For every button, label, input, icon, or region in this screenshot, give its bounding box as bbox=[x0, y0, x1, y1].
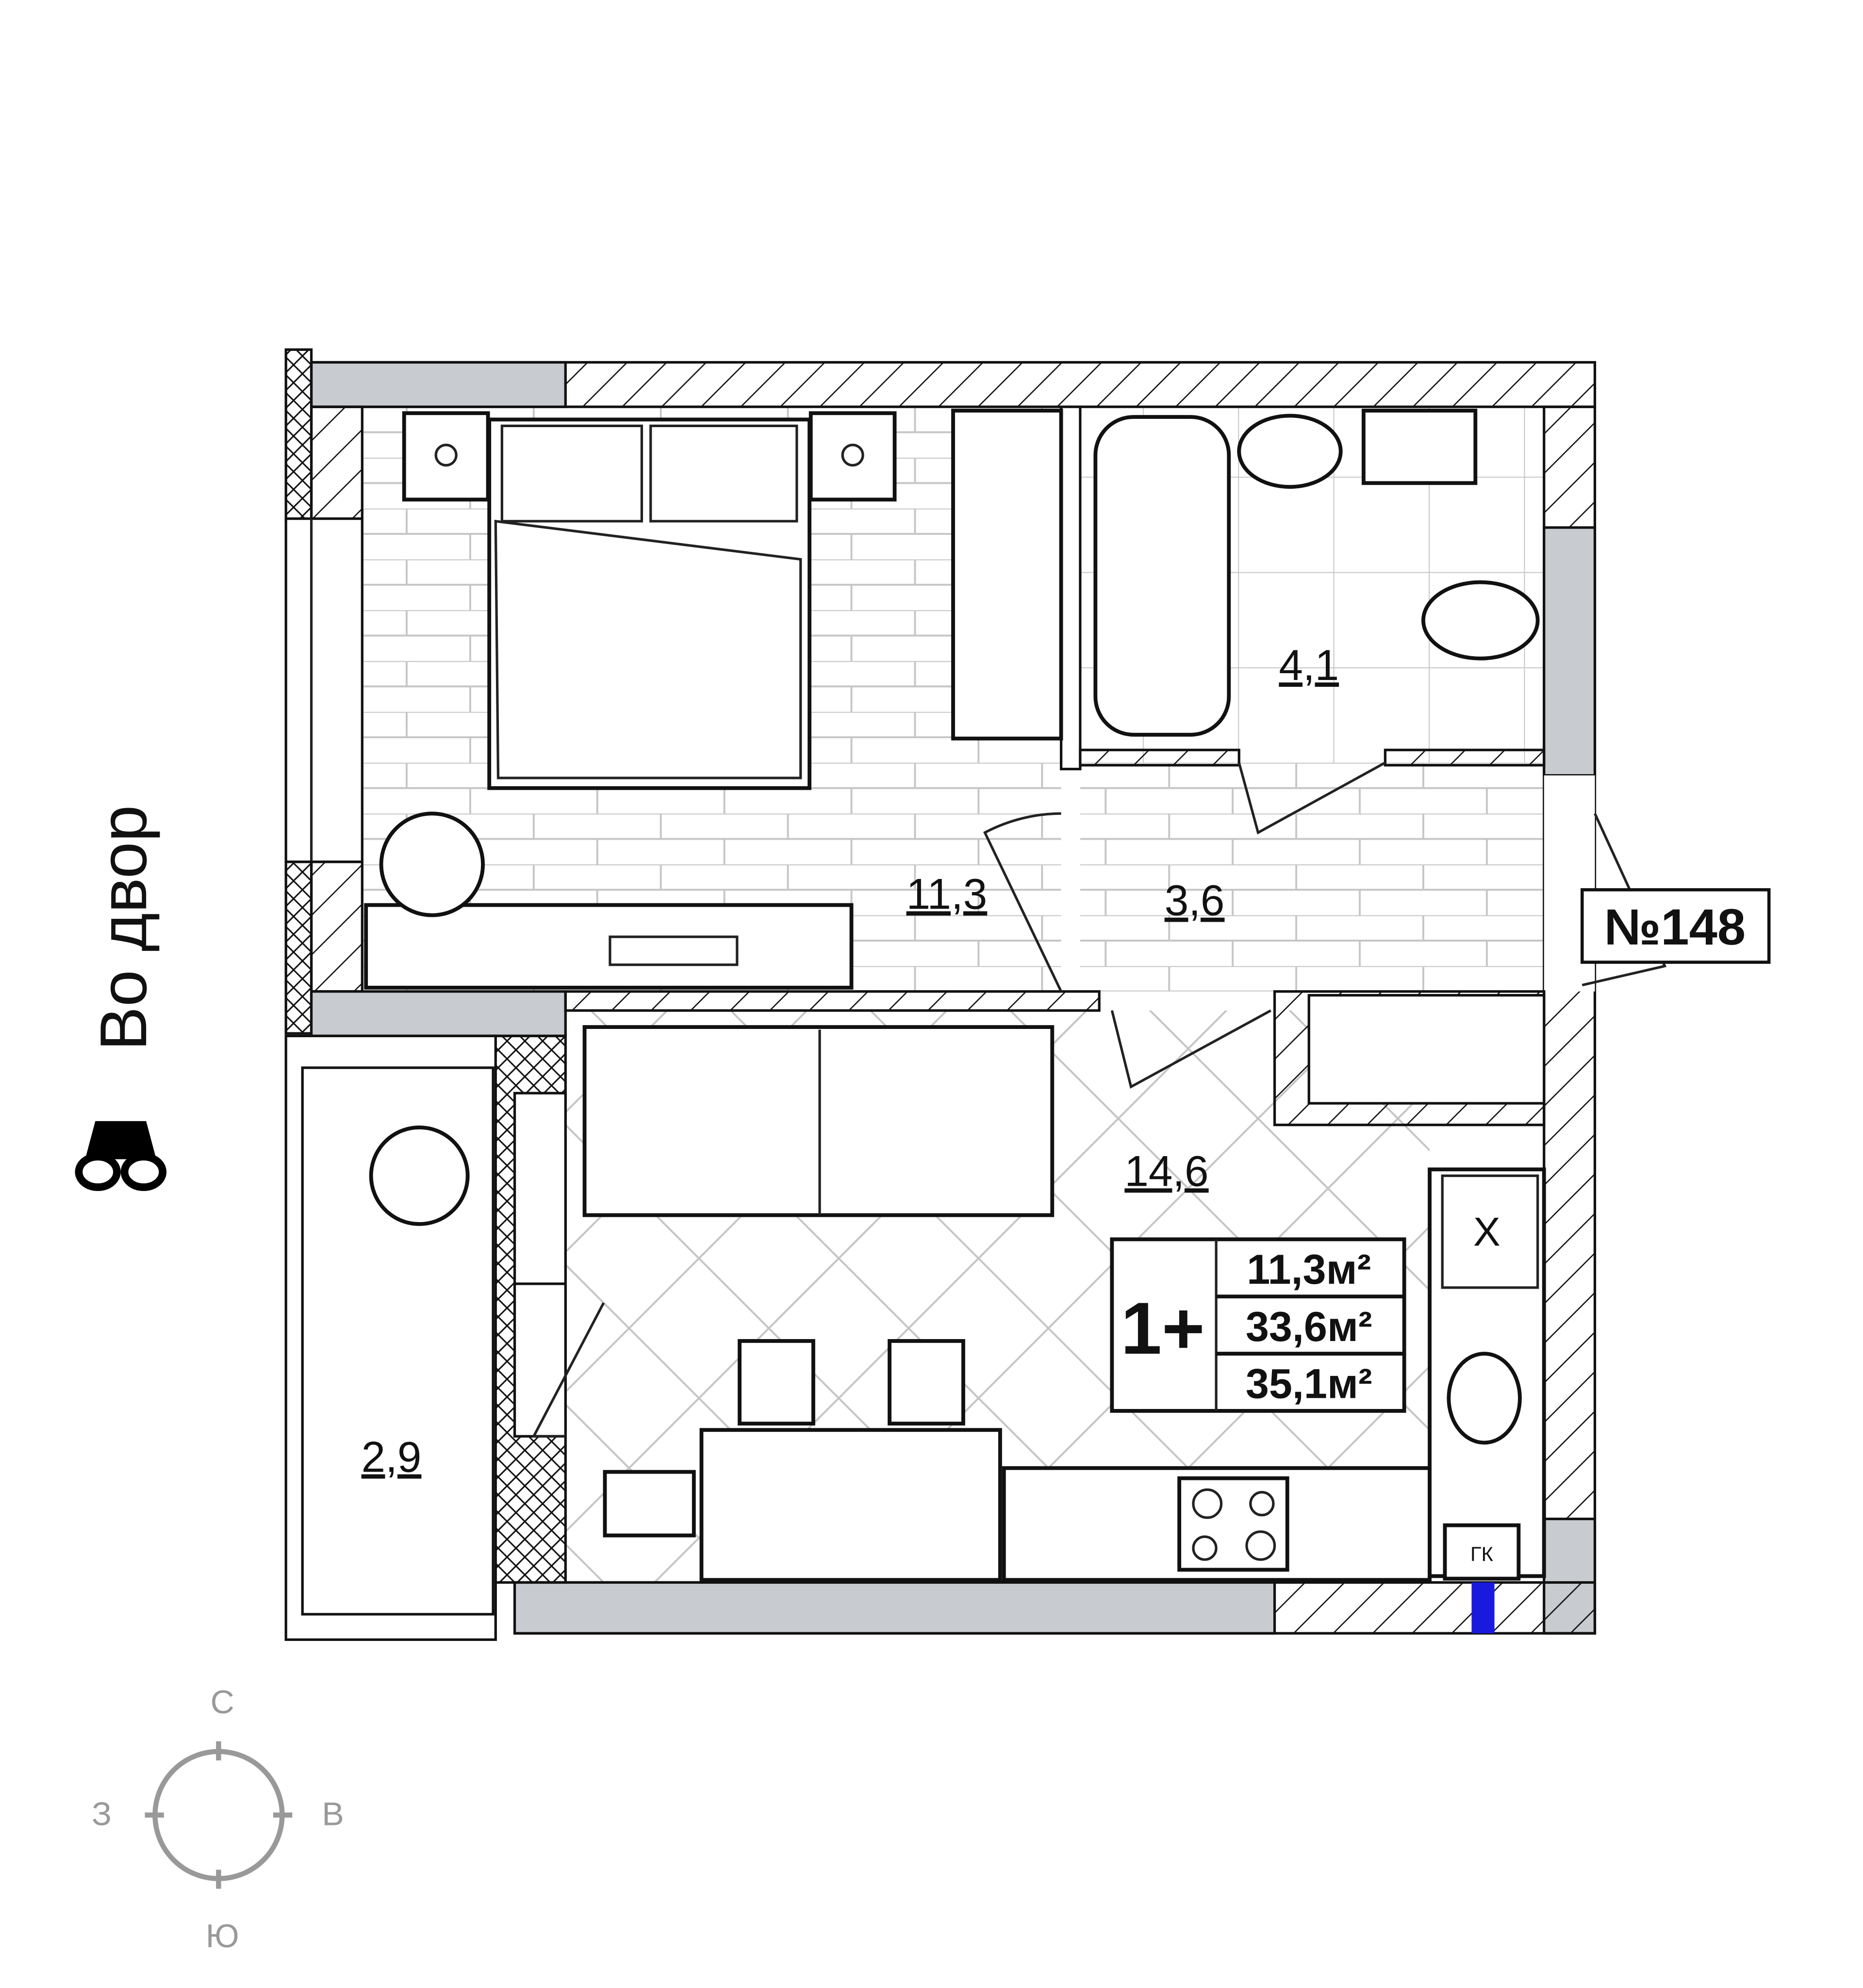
bathroom-area: 4,1 bbox=[1279, 641, 1339, 689]
fridge-mark: X bbox=[1473, 1209, 1500, 1255]
toilet bbox=[1421, 580, 1540, 661]
total-area-with-balcony: 35,1м² bbox=[1246, 1361, 1372, 1408]
walls bbox=[284, 348, 1597, 1641]
binoculars-icon bbox=[75, 1121, 167, 1191]
bedroom-area: 11,3 bbox=[907, 870, 988, 918]
balcony-area: 2,9 bbox=[362, 1433, 422, 1481]
living-area: 11,3м² bbox=[1247, 1246, 1371, 1293]
boiler-mark: ГК bbox=[1470, 1542, 1494, 1565]
wardrobe bbox=[951, 409, 1063, 741]
hall-floor bbox=[1080, 762, 1544, 992]
fridge bbox=[1441, 1174, 1539, 1289]
orientation-label: Во двор bbox=[86, 805, 160, 1051]
compass: С З В Ю bbox=[92, 1684, 344, 1955]
compass-north: С bbox=[211, 1684, 234, 1721]
apartment-type: 1+ bbox=[1121, 1288, 1205, 1370]
area-summary: 1+ 11,3м² 33,6м² 35,1м² bbox=[1110, 1237, 1406, 1413]
desk bbox=[364, 903, 854, 990]
bed bbox=[487, 417, 812, 790]
kitchen-sink bbox=[1447, 1352, 1522, 1445]
dining-table bbox=[699, 1428, 1002, 1582]
bathtub bbox=[1093, 415, 1231, 737]
kitchen-living-area: 14,6 bbox=[1124, 1146, 1208, 1195]
compass-south: Ю bbox=[206, 1918, 239, 1955]
balcony-chair bbox=[369, 1126, 470, 1226]
boiler bbox=[1443, 1523, 1521, 1581]
hall-area: 3,6 bbox=[1165, 876, 1225, 925]
nightstands bbox=[402, 411, 897, 502]
total-area: 33,6м² bbox=[1246, 1304, 1372, 1350]
riser bbox=[1471, 1582, 1495, 1634]
compass-west: З bbox=[92, 1796, 112, 1833]
compass-east: В bbox=[322, 1796, 344, 1833]
apartment-number: №148 bbox=[1604, 899, 1746, 956]
doors bbox=[531, 762, 1667, 1438]
washing-machine bbox=[1361, 409, 1478, 485]
chair bbox=[379, 812, 485, 917]
apartment-number-box bbox=[1580, 888, 1771, 964]
sink bbox=[1237, 414, 1343, 489]
